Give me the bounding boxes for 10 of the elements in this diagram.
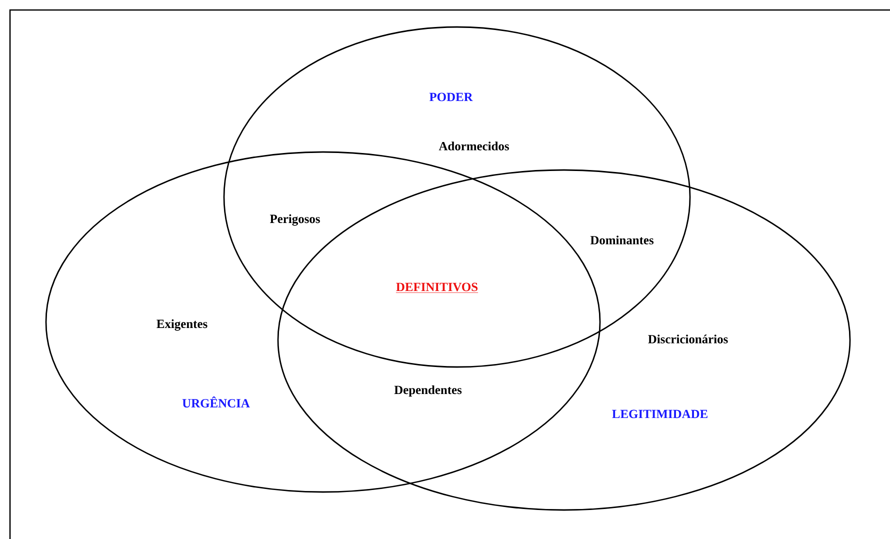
- set-label: URGÊNCIA: [182, 396, 250, 408]
- region-label: DEFINITIVOS: [396, 282, 478, 293]
- region-label: Exigentes: [156, 319, 208, 331]
- set-label: PODER: [429, 92, 473, 102]
- region-label: Discricionários: [648, 334, 728, 344]
- set-label: LEGITIMIDADE: [612, 410, 708, 418]
- region-label: Dependentes: [394, 385, 462, 397]
- region-label: Perigosos: [270, 214, 320, 226]
- region-label: Dominantes: [590, 236, 654, 244]
- region-label: Adormecidos: [438, 142, 509, 150]
